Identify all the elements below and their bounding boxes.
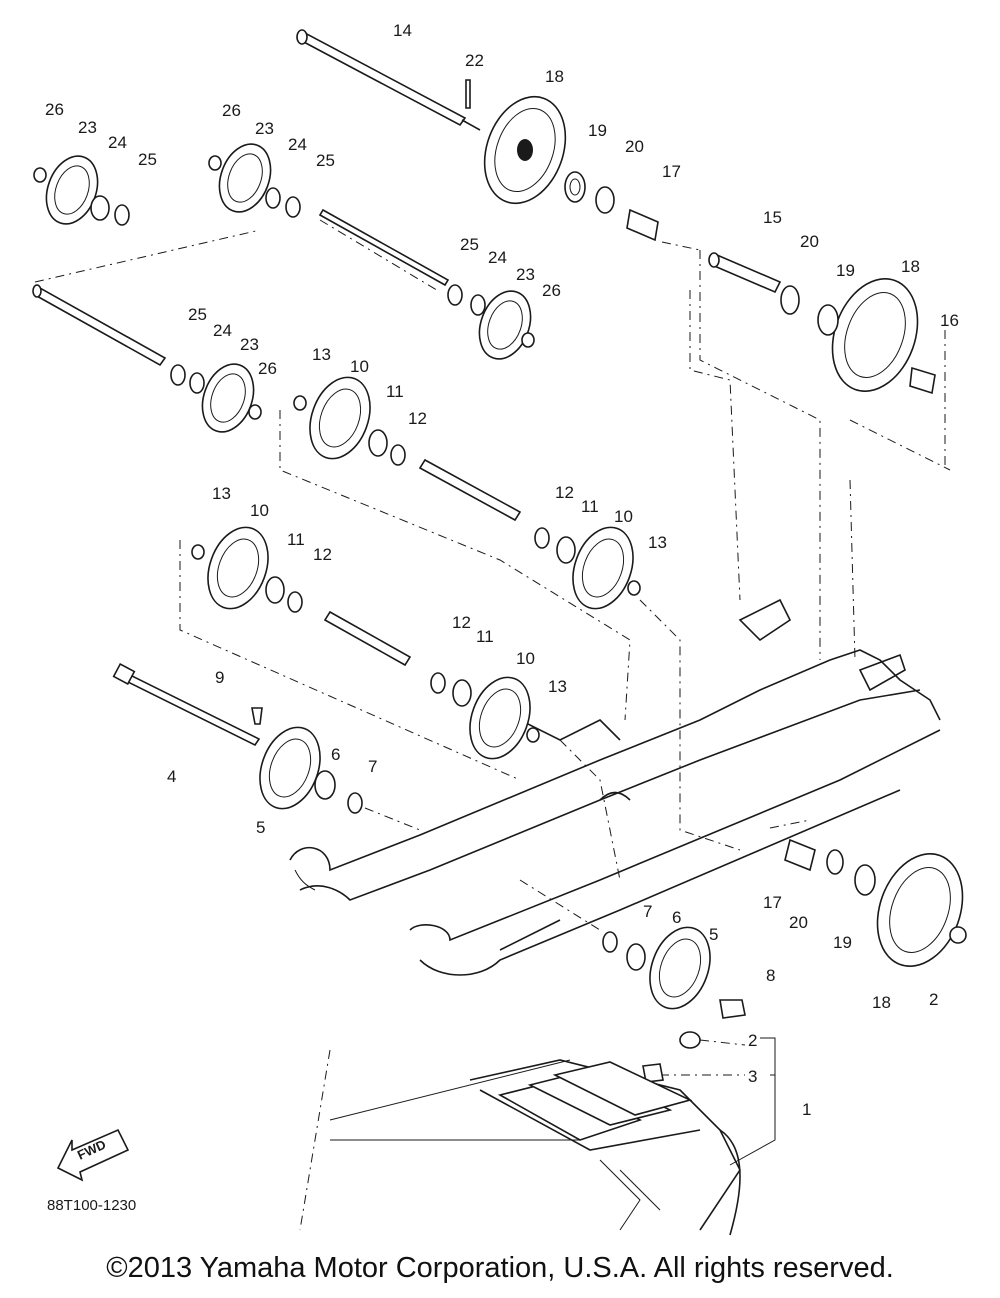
callout: 26 [542,281,561,300]
wheels [45,95,964,1010]
slide-rail-frame [289,598,941,976]
callout: 6 [672,908,681,927]
callout: 16 [940,311,959,330]
callout: 14 [393,21,412,40]
callout: 24 [488,248,507,267]
callout: 1 [802,1100,811,1119]
callout: 10 [350,357,369,376]
callout: 18 [872,993,891,1012]
callout: 9 [215,668,224,687]
track [329,1059,741,1236]
callout: 24 [108,133,127,152]
callout: 11 [476,627,494,646]
callout: 10 [614,507,633,526]
copyright-notice: ©2013 Yamaha Motor Corporation, U.S.A. A… [106,1252,894,1284]
callout: 18 [901,257,920,276]
callout: 20 [625,137,644,156]
callout: 5 [256,818,265,837]
callout: 12 [408,409,427,428]
callout: 22 [465,51,484,70]
callout: 11 [581,497,599,516]
callout-labels: 14 22 18 19 20 17 26 23 24 25 26 23 24 2… [45,21,959,1119]
callout: 15 [763,208,782,227]
callout: 23 [255,119,274,138]
callout: 17 [763,893,782,912]
callout: 10 [516,649,535,668]
callout: 5 [709,925,718,944]
callout: 7 [643,902,652,921]
callout: 12 [452,613,471,632]
callout: 13 [548,677,567,696]
callout: 25 [188,305,207,324]
callout: 18 [545,67,564,86]
drawing-code: 88T100-1230 [47,1197,136,1214]
callout: 13 [312,345,331,364]
callout: 20 [800,232,819,251]
callout: 24 [288,135,307,154]
callout: 25 [138,150,157,169]
callout: 8 [766,966,775,985]
callout: 26 [258,359,277,378]
callout: 25 [460,235,479,254]
callout: 10 [250,501,269,520]
callout: 7 [368,757,377,776]
exploded-parts-diagram: FWD 88T100-1230 14 22 18 19 20 17 26 23 … [32,21,967,1236]
callout: 19 [833,933,852,952]
callout: 24 [213,321,232,340]
callout: 2 [748,1031,757,1050]
callout: 3 [748,1067,757,1086]
callout: 19 [836,261,855,280]
callout: 23 [78,118,97,137]
callout: 13 [212,484,231,503]
callout: 23 [240,335,259,354]
callout: 25 [316,151,335,170]
callout: 17 [662,162,681,181]
callout: 23 [516,265,535,284]
assembly-leaders [34,219,951,1231]
callout: 26 [222,101,241,120]
callout: 26 [45,100,64,119]
forward-arrow-icon: FWD [56,1128,130,1182]
callout: 12 [313,545,332,564]
callout: 19 [588,121,607,140]
callout: 20 [789,913,808,932]
callout: 4 [167,767,176,786]
callout: 13 [648,533,667,552]
shafts [32,29,782,747]
callout: 11 [386,382,404,401]
callout: 11 [287,530,305,549]
callout: 2 [929,990,938,1009]
callout: 12 [555,483,574,502]
callout: 6 [331,745,340,764]
small-parts [33,155,967,1083]
